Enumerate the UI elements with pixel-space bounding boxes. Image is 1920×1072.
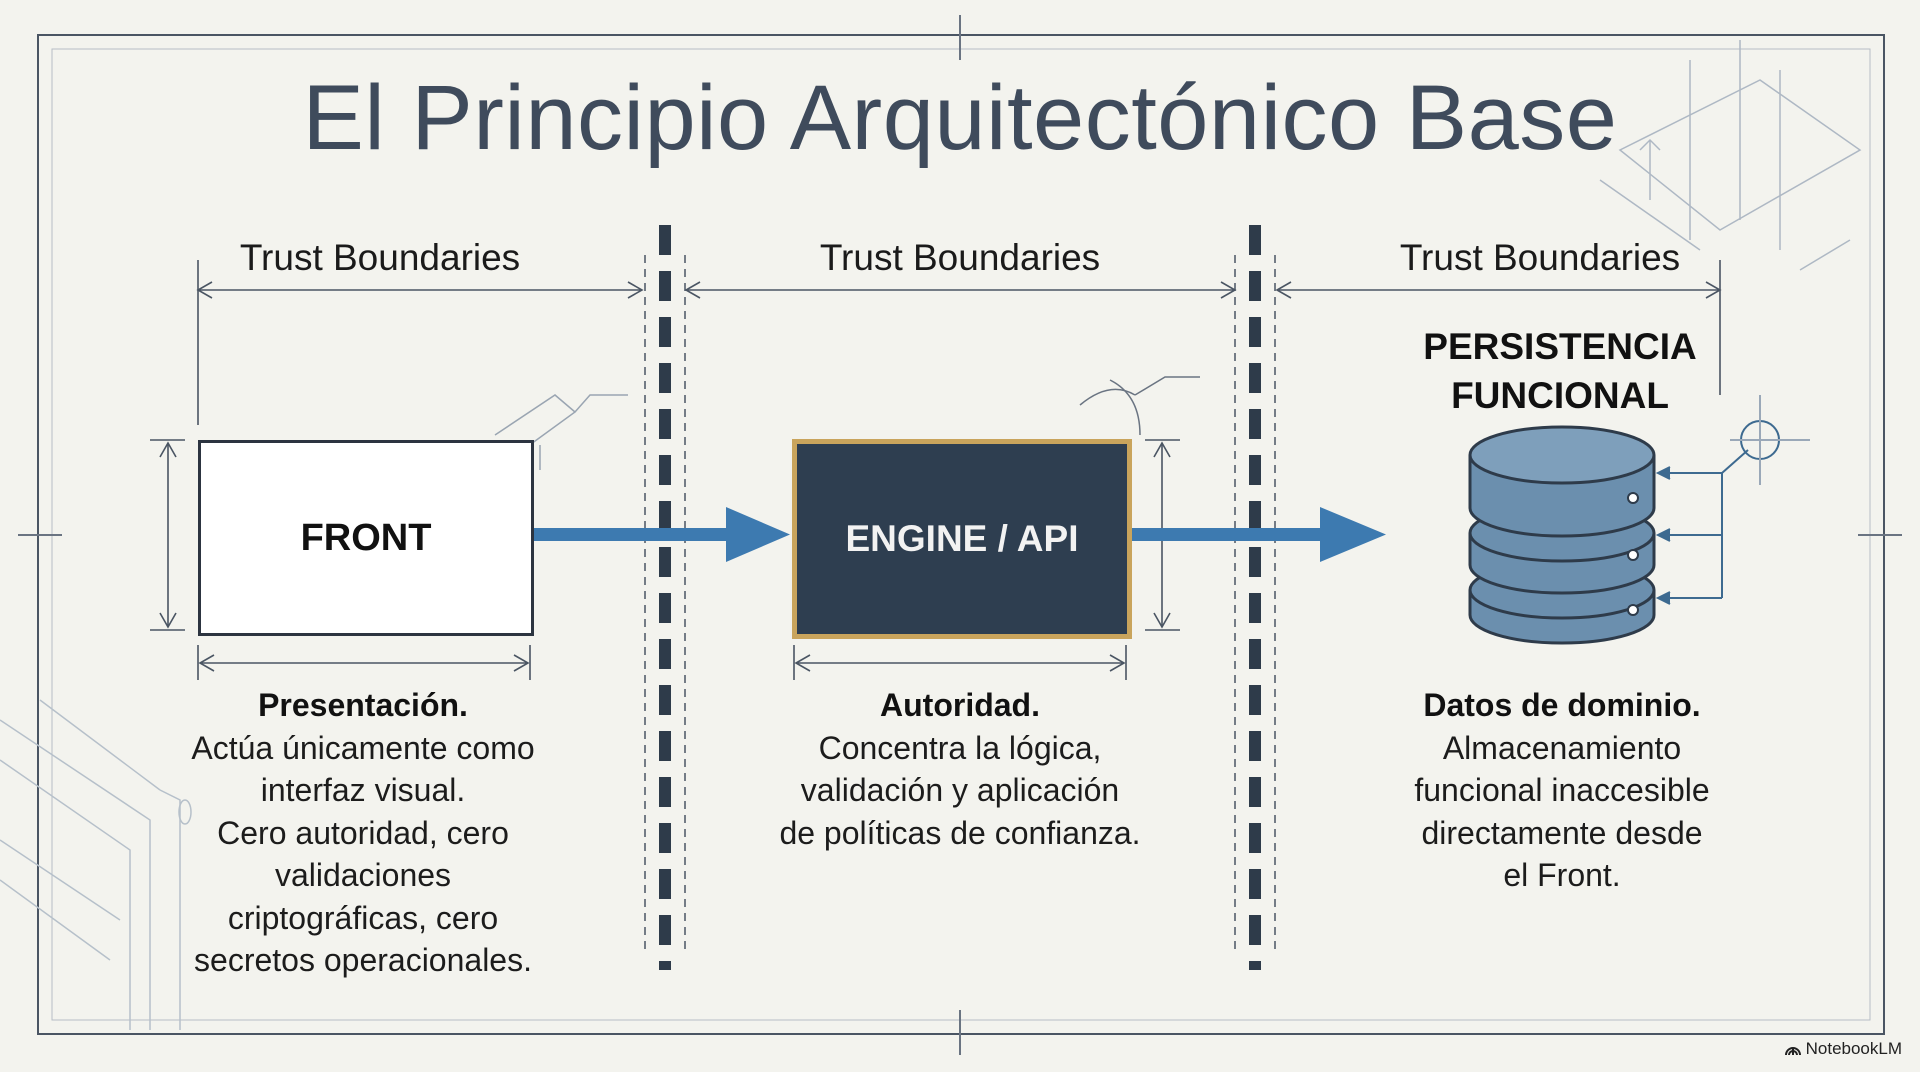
description-line: Cero autoridad, cero — [217, 814, 509, 851]
description-line: validaciones — [274, 857, 452, 893]
description-line: Actúa únicamente como — [191, 729, 535, 766]
arrow-engine-to-persistence — [1126, 507, 1386, 562]
engine-label: ENGINE / API — [845, 518, 1079, 559]
persistence-heading: Datos de dominio. — [1423, 687, 1701, 723]
front-box: FRONT — [198, 440, 534, 636]
database-connectors — [1655, 395, 1810, 605]
notebooklm-logo-icon — [1784, 1047, 1801, 1056]
persistence-title: PERSISTENCIA FUNCIONAL — [1380, 322, 1740, 420]
brand-label: NotebookLM — [1805, 1039, 1902, 1058]
description-line: secretos operacionales. — [194, 942, 532, 978]
description-line: directamente desde — [1421, 814, 1703, 851]
arrow-front-to-engine — [530, 507, 790, 562]
angle-sketch-engine — [1079, 376, 1200, 436]
description-line: de políticas de confianza. — [779, 814, 1141, 851]
page-title: El Principio Arquitectónico Base — [302, 67, 1618, 169]
database-icon — [1468, 425, 1656, 645]
blueprint-sketch-bottom-left — [0, 699, 192, 1030]
description-line: Almacenamiento — [1442, 729, 1682, 766]
dimension-lines — [150, 260, 1722, 680]
angle-sketch-front — [494, 394, 628, 470]
trust-boundary-wall-1 — [644, 225, 686, 970]
persistence-title-line: FUNCIONAL — [1451, 375, 1669, 416]
notebooklm-watermark: NotebookLM — [1784, 1039, 1902, 1059]
engine-heading: Autoridad. — [880, 687, 1040, 723]
description-line: criptográficas, cero — [227, 899, 499, 936]
description-line: el Front. — [1503, 857, 1621, 893]
front-heading: Presentación. — [258, 687, 468, 723]
trust-boundary-label-engine: Trust Boundaries — [819, 237, 1101, 278]
description-line: validación y aplicación — [800, 772, 1120, 808]
persistence-description: Datos de dominio. Almacenamiento funcion… — [1352, 684, 1772, 897]
engine-description: Autoridad. Concentra la lógica, validaci… — [735, 684, 1185, 854]
front-description: Presentación. Actúa únicamente como inte… — [148, 684, 578, 982]
trust-boundary-label-front: Trust Boundaries — [239, 237, 521, 278]
description-line: Concentra la lógica, — [818, 729, 1102, 766]
trust-boundary-label-persistence: Trust Boundaries — [1399, 237, 1681, 278]
description-line: interfaz visual. — [260, 772, 466, 808]
trust-boundary-wall-2 — [1234, 225, 1276, 970]
persistence-title-line: PERSISTENCIA — [1423, 326, 1697, 367]
blueprint-sketch-top-right — [1599, 40, 1862, 271]
description-line: funcional inaccesible — [1414, 772, 1710, 808]
engine-api-box: ENGINE / API — [792, 439, 1132, 639]
front-label: FRONT — [300, 516, 432, 559]
